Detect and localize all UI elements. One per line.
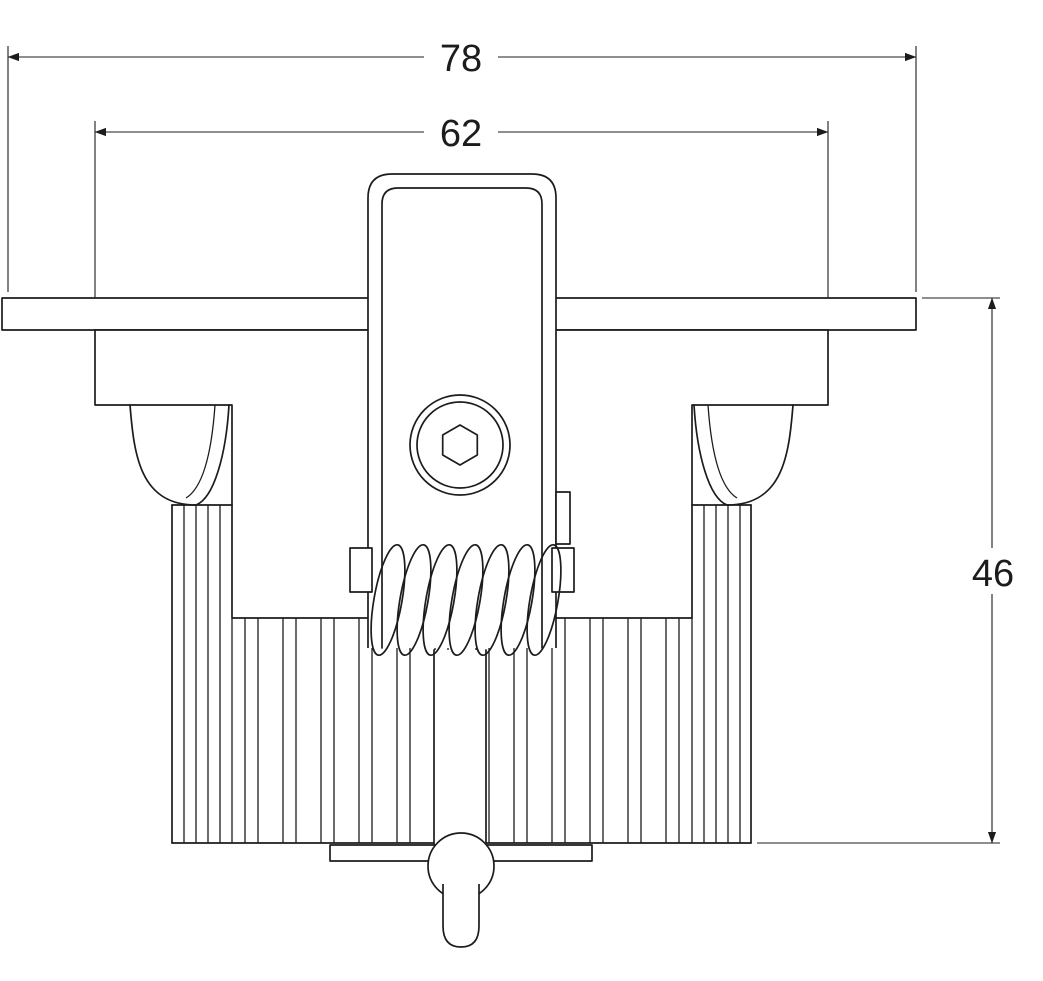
heatsink: [171, 504, 752, 844]
dim-label-backing: [955, 548, 1031, 594]
dimension-overall-width: 78: [7, 34, 917, 292]
spring-coil: [396, 543, 432, 657]
right-shoulder-detail: [707, 404, 738, 499]
left-shoulder-inner: [195, 404, 230, 506]
spring-seat-left: [349, 547, 373, 593]
mount-knob-stem: [442, 884, 480, 948]
spring-coil: [448, 543, 484, 657]
spring-coil: [474, 543, 510, 657]
shaft-backing: [434, 650, 486, 845]
spring-coil: [422, 543, 458, 657]
dim-overall-width-label: 78: [440, 38, 482, 80]
dimension-inner-width: 62: [94, 109, 829, 327]
spring-coil: [370, 543, 406, 657]
spring-coil: [526, 543, 562, 657]
center-shaft: [433, 649, 487, 846]
left-shoulder-outer: [129, 404, 197, 506]
bracket-inner: [381, 187, 543, 649]
screw-head-inner: [416, 401, 504, 489]
spring-clip-tab: [555, 491, 571, 545]
hex-socket-screw: [409, 394, 511, 496]
right-shoulder-outer: [726, 404, 794, 506]
dim-label-backing: [424, 34, 498, 78]
hex-socket: [441, 424, 479, 466]
dim-label-backing: [424, 109, 498, 153]
screw-head-outer: [409, 394, 511, 496]
left-shoulder-detail: [185, 404, 216, 499]
spring-seat-right: [551, 547, 575, 593]
dimension-height: 46: [757, 297, 1031, 844]
dim-height-label: 46: [972, 553, 1014, 595]
spring-coil: [500, 543, 536, 657]
right-shoulder-inner: [693, 404, 728, 506]
retention-spring: [349, 491, 575, 657]
bottom-mount: [329, 832, 593, 948]
dim-inner-width-label: 62: [440, 113, 482, 155]
